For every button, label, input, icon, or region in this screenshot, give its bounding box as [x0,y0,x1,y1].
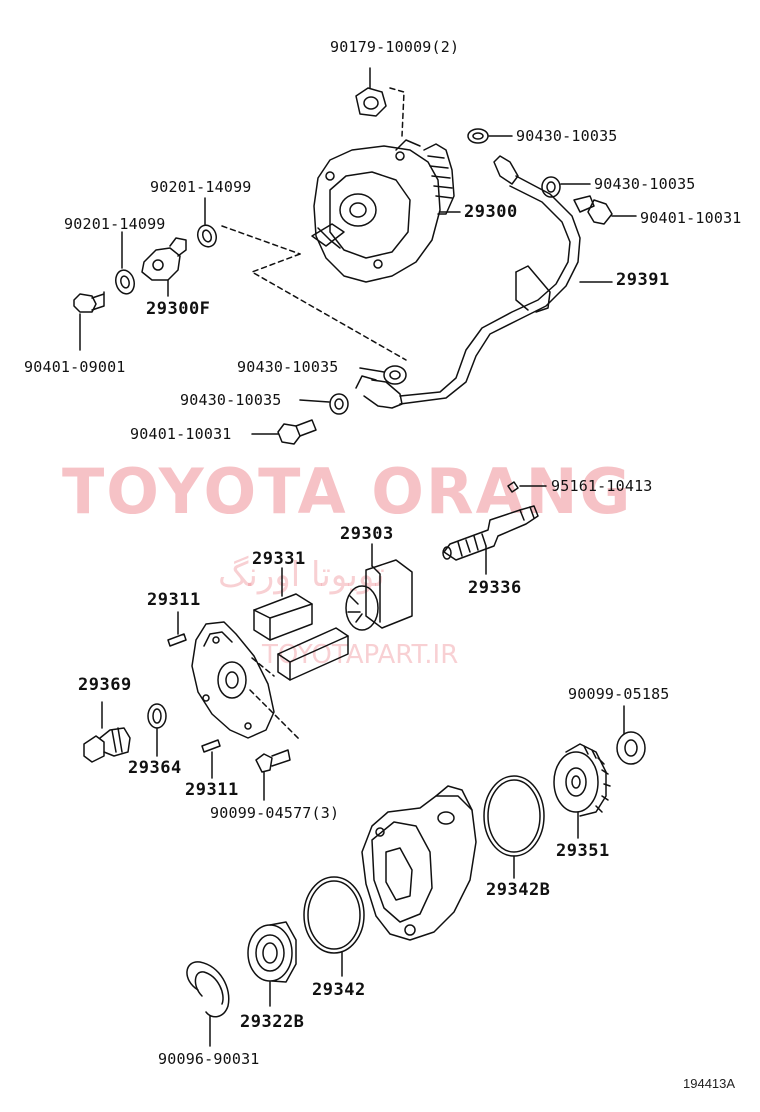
label-29364[interactable]: 29364 [128,758,182,778]
washer-90430-d-drawing [329,393,349,415]
label-95161-10413[interactable]: 95161-10413 [551,477,653,495]
bolt-90099-04577-drawing [255,749,291,801]
label-90401-10031-right[interactable]: 90401-10031 [640,209,742,227]
oring-29342-drawing [303,876,365,954]
oil-pipe-29391-drawing [355,155,613,409]
label-29342[interactable]: 29342 [312,980,366,1000]
snap-ring-90096-drawing [186,961,230,1047]
watermark-url: TOYOTAPART.IR [262,640,459,670]
washer-90430-b-drawing [541,176,561,198]
pin-95161-drawing [507,481,519,493]
label-90430-10035-b[interactable]: 90430-10035 [594,175,696,193]
pin-29311-top-drawing [167,633,187,647]
nut-90179-drawing [355,67,387,117]
shaft-29336-drawing [442,505,539,575]
watermark-brand: TOYOTA ORANG [62,455,633,528]
label-29322B[interactable]: 29322B [240,1012,305,1032]
washer-90201-b-drawing [196,224,218,248]
gear-29351-drawing [553,743,611,839]
pump-housing-drawing [361,785,477,941]
pin-29311-bottom-drawing [201,739,221,753]
bolt-90401-10031-right-drawing [573,195,637,225]
vanes-29331-drawing [253,567,349,681]
diagram-id: 194413A [683,1076,736,1091]
rotor-29303-drawing [345,543,413,631]
label-90430-10035-c[interactable]: 90430-10035 [237,358,339,376]
bearing-29322B-drawing [247,921,297,1007]
label-90096-90031[interactable]: 90096-90031 [158,1050,260,1068]
washer-90430-c-drawing [383,365,407,385]
label-29300[interactable]: 29300 [464,202,518,222]
label-29300F[interactable]: 29300F [146,299,211,319]
washer-90201-a-drawing [115,269,135,295]
watermark-persian: تویوتا اورنگ [218,555,385,595]
label-90201-14099-b[interactable]: 90201-14099 [150,178,252,196]
label-29311-top[interactable]: 29311 [147,590,201,610]
label-29331[interactable]: 29331 [252,549,306,569]
label-29391[interactable]: 29391 [616,270,670,290]
label-29351[interactable]: 29351 [556,841,610,861]
label-90401-09001[interactable]: 90401-09001 [24,358,126,376]
label-29369[interactable]: 29369 [78,675,132,695]
label-90430-10035-d[interactable]: 90430-10035 [180,391,282,409]
label-90401-10031-left[interactable]: 90401-10031 [130,425,232,443]
oring-29364-drawing [147,703,167,729]
union-29300F-drawing [141,237,187,297]
washer-90099-05185-drawing [616,731,646,765]
washer-90430-a-drawing [467,128,489,144]
sensor-29369-drawing [83,701,131,763]
bolt-90401-10031-left-drawing [251,419,317,445]
label-90201-14099-a[interactable]: 90201-14099 [64,215,166,233]
oring-29342B-drawing [483,775,545,857]
label-29342B[interactable]: 29342B [486,880,551,900]
label-90099-05185[interactable]: 90099-05185 [568,685,670,703]
bolt-90401-09001-drawing [73,291,105,351]
cover-plate-drawing [191,621,275,739]
label-29303[interactable]: 29303 [340,524,394,544]
label-90430-10035-a[interactable]: 90430-10035 [516,127,618,145]
label-29336[interactable]: 29336 [468,578,522,598]
label-90099-04577[interactable]: 90099-04577(3) [210,804,340,822]
vacuum-pump-29300-drawing [311,139,461,283]
label-29311-bottom[interactable]: 29311 [185,780,239,800]
label-90179-10009[interactable]: 90179-10009(2) [330,38,460,56]
